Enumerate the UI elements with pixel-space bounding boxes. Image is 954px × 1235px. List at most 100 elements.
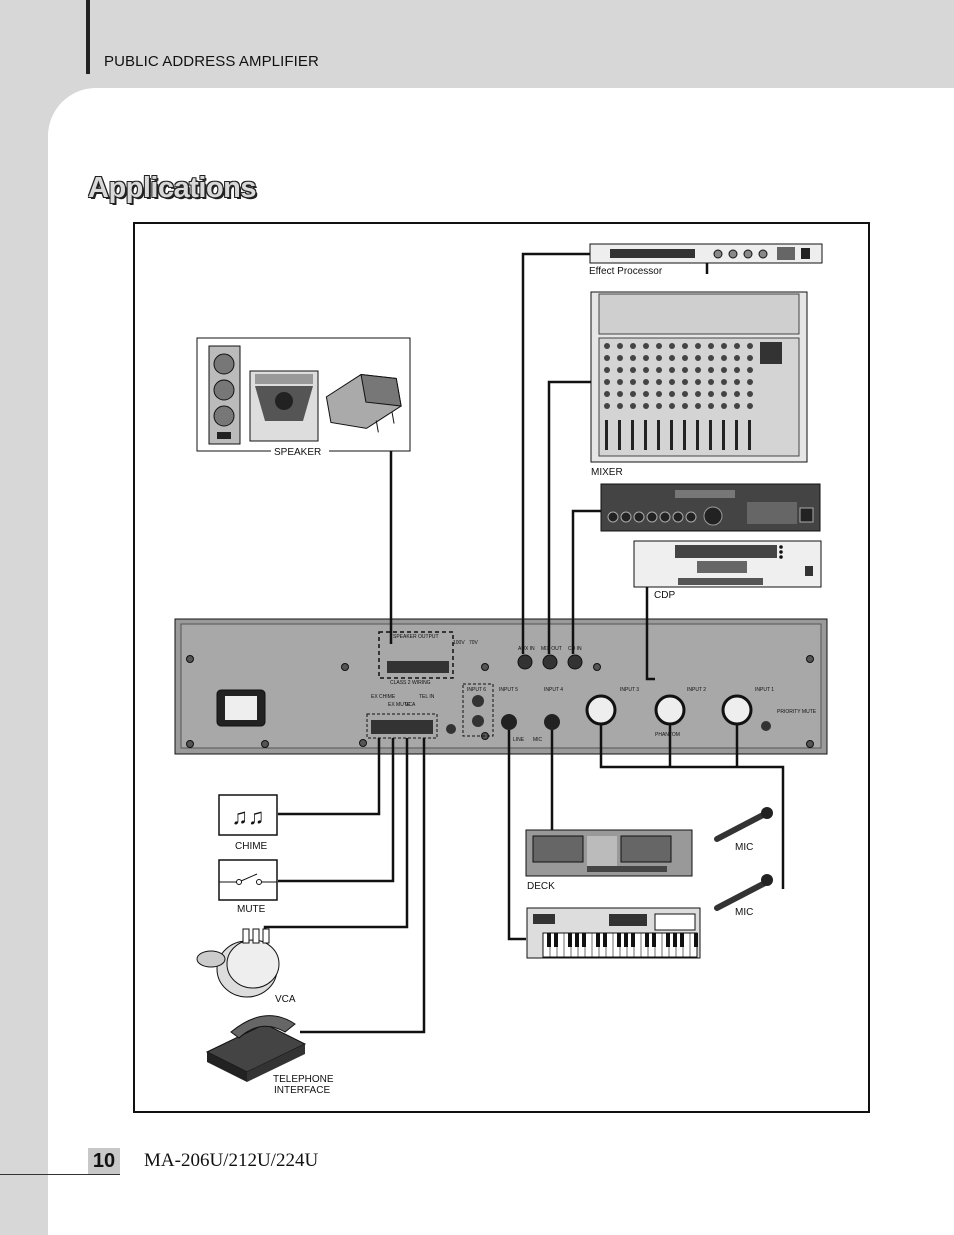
preamp-knob — [620, 511, 632, 523]
ex-mute-label: EX MUTE — [388, 702, 411, 708]
chime-label: CHIME — [235, 841, 268, 852]
input6-label: INPUT 6 — [467, 687, 486, 693]
mixer-fader — [605, 420, 608, 450]
preamp-knob — [685, 511, 697, 523]
black-key — [645, 933, 649, 947]
mixer-fader — [709, 420, 712, 450]
mixer-knob — [682, 403, 688, 409]
mixer-knob — [669, 355, 675, 361]
wiring-diagram-svg: Effect Processor MIXER CDP — [174, 243, 828, 1096]
mixer-fader — [670, 420, 673, 450]
microphone-1 — [714, 807, 773, 842]
preamp-knob — [633, 511, 645, 523]
mixer-knob — [604, 391, 610, 397]
ex-chime-label: EX CHIME — [371, 694, 396, 700]
preamp-to-cd-in-wire — [571, 509, 601, 654]
preamp-knob — [607, 511, 619, 523]
mixer-to-mix-out-wire — [547, 380, 591, 654]
speaker-group — [196, 337, 411, 456]
mixer-knob — [630, 367, 636, 373]
mixer-knob — [617, 379, 623, 385]
mixer-fader — [748, 420, 751, 450]
cd-in-label: CD IN — [568, 646, 582, 652]
input5-label: INPUT 5 — [499, 687, 518, 693]
class2-wiring-label: CLASS 2 WIRING — [390, 680, 431, 686]
svg-text:♫♫: ♫♫ — [232, 804, 265, 829]
mixer-knob — [721, 379, 727, 385]
mixer-knob — [643, 367, 649, 373]
mixer-knob — [682, 391, 688, 397]
black-key — [694, 933, 698, 947]
panel-screw — [186, 740, 194, 748]
mixer-knob — [695, 379, 701, 385]
mixer-knob — [747, 367, 753, 373]
keyboard-device — [526, 907, 701, 959]
mixer-knob — [734, 403, 740, 409]
input4-label: INPUT 4 — [544, 687, 563, 693]
black-key — [554, 933, 558, 947]
mixer-knob — [721, 343, 727, 349]
mute-wire — [278, 738, 395, 883]
mixer-knob — [695, 391, 701, 397]
speaker-output-label: SPEAKER OUTPUT — [393, 634, 439, 640]
mixer-label: MIXER — [591, 467, 623, 478]
input3-label: INPUT 3 — [620, 687, 639, 693]
black-key — [666, 933, 670, 947]
mixer-knob — [682, 367, 688, 373]
mixer-knob — [734, 343, 740, 349]
mic1-label: MIC — [735, 842, 753, 853]
black-key — [568, 933, 572, 947]
mix-out-label: MIX OUT — [541, 646, 562, 652]
telephone-wire — [300, 738, 426, 1034]
speaker-label: SPEAKER — [274, 447, 321, 458]
mixer-knob — [734, 391, 740, 397]
mixer-fader — [657, 420, 660, 450]
piano-keys — [542, 933, 698, 957]
cd-player-device — [633, 540, 822, 588]
mixer-knob — [734, 355, 740, 361]
page-title: Applications — [88, 172, 257, 204]
panel-screw — [593, 663, 601, 671]
panel-screw — [481, 663, 489, 671]
preamp-knob — [646, 511, 658, 523]
mixer-knob — [734, 379, 740, 385]
effect-processor-device — [589, 243, 823, 264]
mixer-knob — [708, 403, 714, 409]
panel-screw — [186, 655, 194, 663]
black-key — [617, 933, 621, 947]
mic-switch-label: MIC — [533, 737, 543, 743]
mixer-knob — [604, 343, 610, 349]
panel-screw — [806, 655, 814, 663]
application-diagram: Effect Processor MIXER CDP — [133, 222, 870, 1113]
priority-mute-label: PRIORITY MUTE — [777, 709, 817, 715]
mixer-knob — [695, 343, 701, 349]
mixer-fader — [631, 420, 634, 450]
mixer-knob — [630, 343, 636, 349]
mixer-knob — [747, 355, 753, 361]
mixer-knob — [656, 343, 662, 349]
tel-in-label: TEL IN — [419, 694, 435, 700]
mixer-knob — [747, 391, 753, 397]
mixer-fader — [644, 420, 647, 450]
input2-label: INPUT 2 — [687, 687, 706, 693]
chime-device: ♫♫ — [218, 794, 278, 836]
mixer-knob — [695, 367, 701, 373]
chime-wire — [278, 738, 381, 816]
aux-in-label: AUX IN — [518, 646, 535, 652]
black-key — [575, 933, 579, 947]
header-section-title: PUBLIC ADDRESS AMPLIFIER — [104, 53, 319, 70]
mixer-knob — [604, 355, 610, 361]
phantom-label: PHANTOM — [655, 732, 680, 738]
mixer-knob — [708, 391, 714, 397]
mixer-knob — [656, 403, 662, 409]
mixer-knob — [604, 379, 610, 385]
keyboard-wire — [507, 730, 526, 941]
mixer-knob — [617, 343, 623, 349]
effect-to-aux-in-wire — [521, 252, 590, 654]
mixer-knob — [630, 403, 636, 409]
mixer-knob — [656, 355, 662, 361]
vca-panel-label: VCA — [405, 702, 416, 708]
panel-screw — [359, 739, 367, 747]
page-number: 10 — [88, 1148, 120, 1174]
mixer-knob — [617, 367, 623, 373]
